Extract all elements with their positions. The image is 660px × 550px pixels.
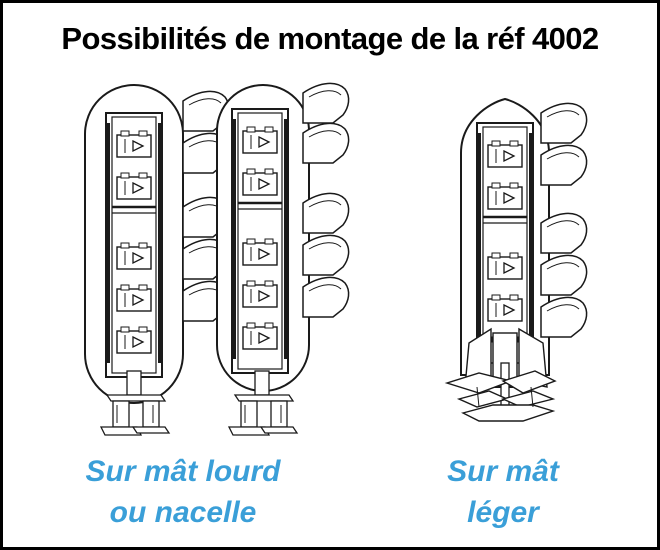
caption-light-mast-line-1: Sur mât	[447, 455, 559, 488]
signal-light-mast	[444, 97, 588, 422]
caption-heavy-mast: Sur mât lourd ou nacelle	[33, 451, 333, 533]
caption-heavy-mast-line-1: Sur mât lourd	[85, 455, 281, 488]
caption-heavy-mast-line-2: ou nacelle	[109, 496, 257, 529]
signal-heavy-mast-2	[216, 82, 350, 436]
caption-light-mast-line-2: léger	[467, 496, 539, 529]
signal-heavy-mast-1	[84, 84, 230, 436]
figure-title: Possibilités de montage de la réf 4002	[61, 21, 599, 56]
mounting-illustrations	[84, 82, 588, 436]
caption-light-mast: Sur mât léger	[383, 451, 623, 533]
